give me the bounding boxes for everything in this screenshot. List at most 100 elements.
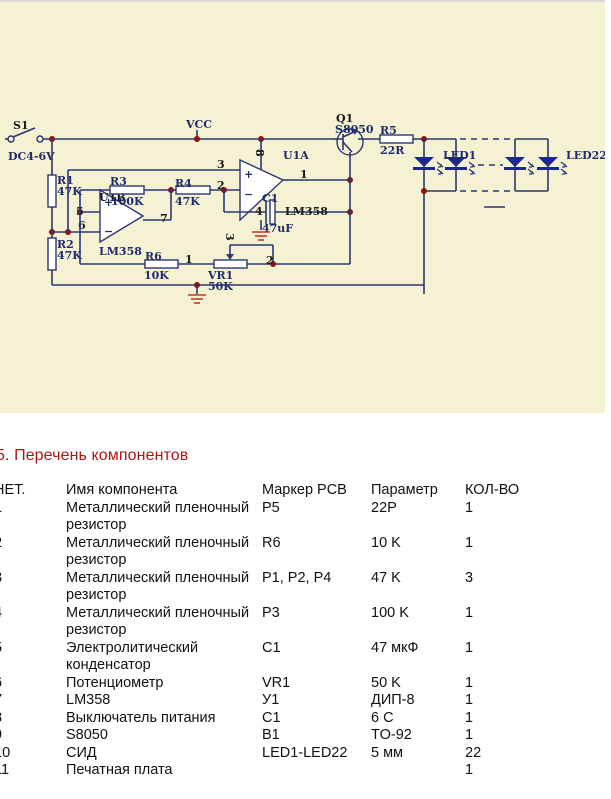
table-row: 1 Металлический пленочный резистор P5 22… [0, 500, 545, 535]
row-qty: 3 [465, 569, 474, 586]
table-row: 5 Электролитический конденсатор C1 47 мк… [0, 640, 545, 675]
table-row: 4 Металлический пленочный резистор P3 10… [0, 605, 545, 640]
ground-icon [188, 294, 206, 304]
row-no: 8 [0, 710, 66, 728]
row-param: TO-92 [371, 727, 412, 743]
row-no: 3 [0, 570, 66, 605]
table-row: 7 LM358 У1 ДИП-8 1 [0, 692, 545, 710]
row-qty: 1 [465, 727, 474, 743]
plus-sign: + [244, 168, 253, 181]
row-name: Металлический пленочный резистор [66, 499, 250, 534]
led-icon [504, 157, 535, 175]
wiper-arrow-icon [226, 254, 234, 260]
circuit-diagram: S1 DC4-6V VCC R1 47K R2 47K 3 + − U1B LM [5, 112, 605, 304]
label-r5-value: 22R [380, 144, 405, 157]
section-heading: 5. Перечень компонентов [0, 447, 189, 464]
led-icon [445, 157, 476, 175]
row-name: Печатная плата [66, 762, 173, 778]
label-led22: LED22 [566, 149, 605, 162]
led-icon [537, 157, 568, 175]
table-row: 3 Металлический пленочный резистор P1, P… [0, 570, 545, 605]
table-row: 2 Металлический пленочный резистор R6 10… [0, 535, 545, 570]
row-qty: 1 [465, 499, 474, 516]
resistor-r2 [47, 237, 57, 271]
row-name: Потенциометр [66, 674, 164, 691]
label-vr1-value: 50K [208, 280, 233, 293]
led-icon [413, 157, 444, 175]
row-marker: R6 [262, 534, 281, 551]
pin-label: 2 [217, 179, 225, 192]
label-r1-value: 47K [57, 185, 82, 198]
row-name: LM358 [66, 692, 111, 708]
schematic-image: S1 DC4-6V VCC R1 47K R2 47K 3 + − U1B LM [0, 0, 605, 413]
switch-s1: S1 DC4-6V [5, 119, 55, 163]
row-name: СИД [66, 744, 97, 761]
label-r6-value: 10K [144, 269, 169, 282]
label-c1: C1 [262, 192, 278, 205]
row-marker: P3 [262, 604, 280, 621]
row-qty: 1 [465, 604, 474, 621]
row-marker: C1 [262, 709, 281, 726]
row-param: ДИП-8 [371, 692, 415, 708]
ground-icon [252, 231, 270, 241]
label-lm358-a: LM358 [285, 205, 328, 218]
node [270, 261, 276, 267]
header-no: НЕТ. [0, 482, 26, 498]
label-r5: R5 [380, 124, 397, 137]
header-name: Имя компонента [66, 482, 178, 498]
pin-label: 3 [223, 233, 236, 241]
row-marker: P5 [262, 499, 280, 516]
bom-header-row: НЕТ. Имя компонента Маркер PCB Параметр … [0, 482, 545, 500]
header-qty: КОЛ-ВО [465, 482, 520, 498]
label-r3: R3 [110, 175, 127, 188]
row-marker: У1 [262, 692, 280, 708]
label-q1-type: S8050 [335, 123, 374, 136]
row-param [371, 762, 465, 780]
row-qty: 1 [465, 674, 474, 691]
label-vcc: VCC [185, 118, 212, 131]
row-no: 2 [0, 535, 66, 570]
table-row: 11 Печатная плата 1 [0, 762, 545, 780]
plus-sign: + [104, 196, 113, 209]
row-param: 47 мкФ [371, 639, 419, 656]
pin-label: 1 [300, 168, 308, 181]
node [194, 136, 200, 142]
header-marker: Маркер PCB [262, 482, 347, 498]
row-marker [262, 762, 371, 780]
row-marker: VR1 [262, 674, 291, 691]
row-param: 5 мм [371, 744, 404, 761]
row-qty: 1 [465, 639, 474, 656]
row-param: 47 K [371, 569, 401, 586]
pin-label: 2 [266, 254, 274, 267]
row-no: 11 [0, 762, 10, 778]
row-marker: LED1-LED22 [262, 744, 348, 761]
row-param: 10 K [371, 534, 401, 551]
row-name: Электролитический конденсатор [66, 639, 199, 674]
row-no: 1 [0, 500, 66, 535]
row-qty: 22 [465, 744, 482, 761]
label-r4-value: 47K [175, 195, 200, 208]
table-row: 6 Потенциометр VR1 50 K 1 [0, 675, 545, 693]
row-name: Выключатель питания [66, 709, 216, 726]
transistor-q1 [332, 128, 364, 156]
row-qty: 1 [465, 534, 474, 551]
row-param: 100 K [371, 604, 409, 621]
row-name: Металлический пленочный резистор [66, 604, 250, 639]
label-supply: DC4-6V [8, 150, 55, 163]
label-r6: R6 [145, 250, 162, 263]
label-lm358-b: LM358 [99, 245, 142, 258]
label-led1: LED1 [443, 149, 476, 162]
row-param: 6 C [371, 709, 394, 726]
row-name: S8050 [66, 727, 108, 743]
pin-label: 7 [160, 212, 168, 225]
minus-sign: − [104, 225, 113, 238]
opamp-u1b [99, 188, 145, 244]
potentiometer-vr1 [213, 259, 248, 269]
header-param: Параметр [371, 482, 438, 498]
pin-label: 8 [253, 149, 266, 157]
row-qty: 1 [465, 692, 474, 708]
label-r3-value: 100K [111, 195, 144, 208]
pin-label: 6 [78, 219, 86, 232]
label-r1: R1 [57, 174, 74, 187]
row-no: 10 [0, 744, 11, 761]
